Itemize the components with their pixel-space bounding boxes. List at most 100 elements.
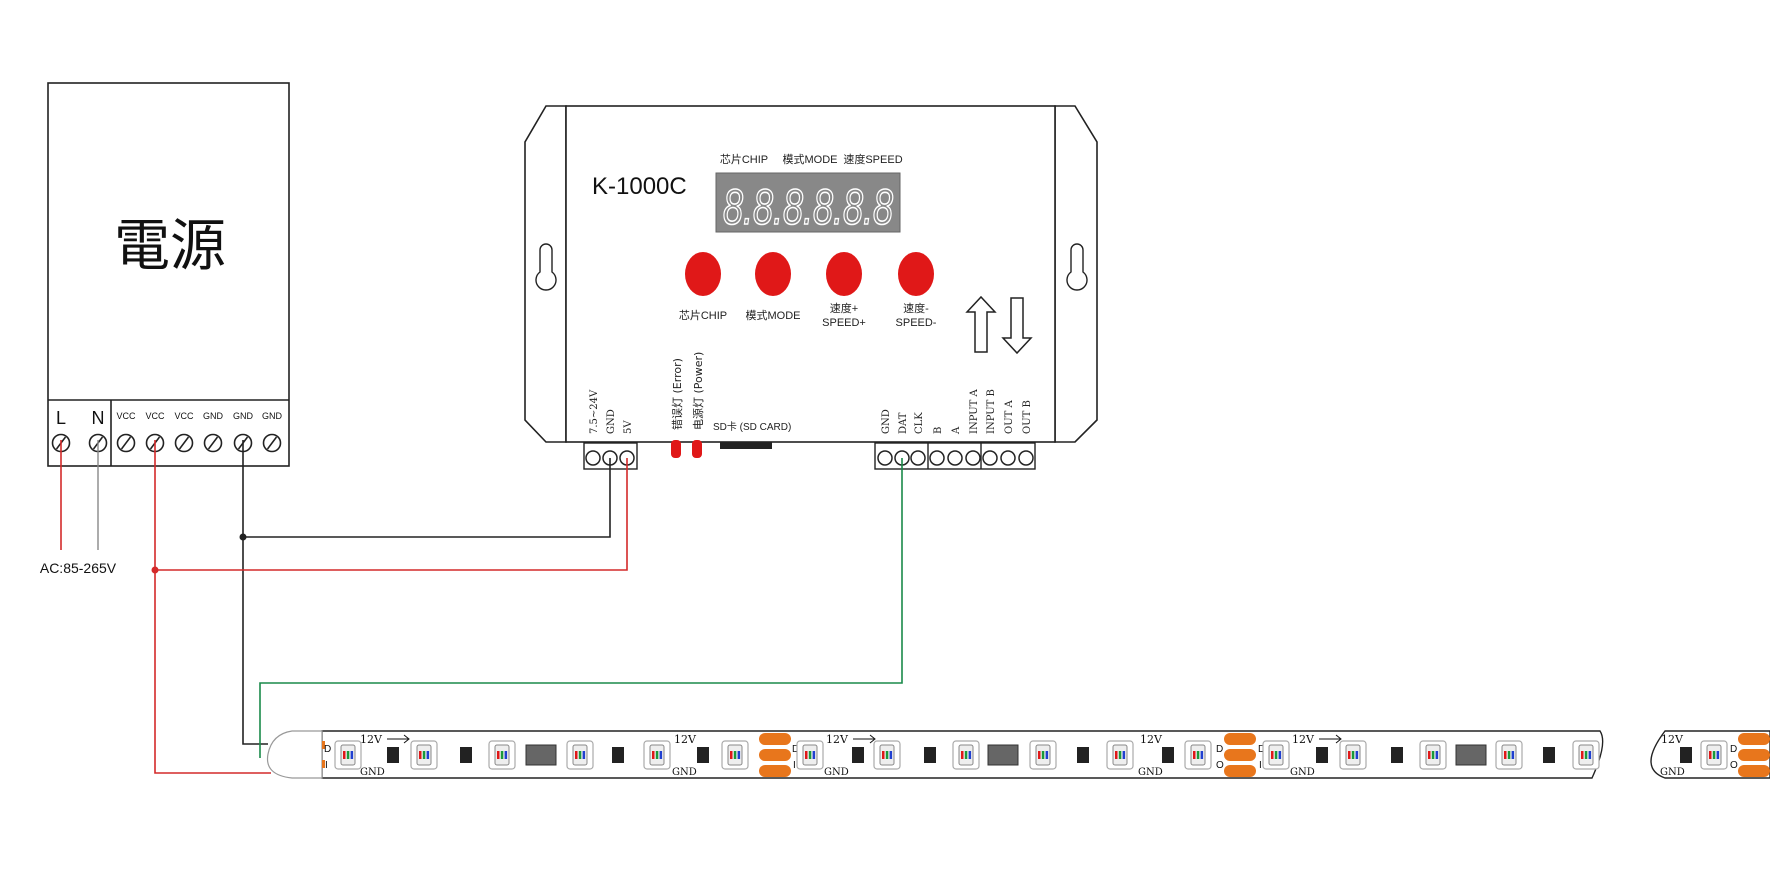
output-terminal-label: INPUT A	[969, 388, 980, 434]
capacitor-icon	[612, 747, 624, 763]
ic-chip-icon	[525, 744, 557, 766]
gnd-wire	[242, 440, 611, 538]
gnd-label: GND	[1660, 767, 1685, 778]
led-chip-icon	[873, 740, 901, 770]
led-strip: DI12VGND12VGNDDODI12VGND12VGNDDODI12VGND…	[266, 730, 1770, 779]
button-label: 芯片CHIP	[679, 308, 727, 322]
do-label: D	[1216, 744, 1223, 755]
button-label-secondary: SPEED+	[822, 317, 866, 329]
gnd-label: GND	[824, 767, 849, 778]
ic-chip-icon	[987, 744, 1019, 766]
voltage-label: 12V	[1661, 733, 1684, 746]
sd-card-label: SD卡 (SD CARD)	[713, 420, 791, 433]
led-chip-icon	[566, 740, 594, 770]
capacitor-icon	[1162, 747, 1174, 763]
ps-terminal-label: VCC	[145, 411, 165, 421]
led-chip-icon	[488, 740, 516, 770]
capacitor-icon	[1543, 747, 1555, 763]
led-chip-icon	[410, 740, 438, 770]
data-wire	[259, 458, 903, 758]
di-label: I	[1259, 760, 1262, 771]
left-keyhole-slot	[535, 243, 557, 291]
button-label: 模式MODE	[746, 309, 801, 322]
vcc-wire	[154, 440, 628, 571]
terminal-screw-icon	[585, 450, 601, 466]
led-chip-icon	[1495, 740, 1523, 770]
power-terminal-label: 5V	[623, 420, 634, 434]
voltage-label: 12V	[1292, 733, 1315, 746]
output-terminal-label: OUT B	[1022, 400, 1033, 434]
capacitor-icon	[924, 747, 936, 763]
controller-button[interactable]	[826, 252, 862, 296]
do-label: O	[1730, 760, 1738, 771]
wires	[151, 440, 903, 774]
solder-pad	[1738, 733, 1770, 745]
display-label-chip: 芯片CHIP	[720, 152, 768, 166]
down-arrow-icon	[1001, 297, 1033, 355]
ps-terminal-label: VCC	[174, 411, 194, 421]
error-led	[671, 440, 681, 458]
ac-input-wires: AC:85-265V	[40, 440, 117, 576]
led-chip-icon	[643, 740, 671, 770]
di-label: D	[1258, 744, 1265, 755]
solder-pad	[1224, 749, 1256, 761]
led-chip-icon	[1262, 740, 1290, 770]
gnd-label: GND	[1290, 767, 1315, 778]
power-led-label: 电源灯 (Power)	[691, 352, 705, 430]
controller-button[interactable]	[685, 252, 721, 296]
led-chip-icon	[1029, 740, 1057, 770]
led-chip-icon	[334, 740, 362, 770]
gnd-label: GND	[1138, 767, 1163, 778]
power-led	[692, 440, 702, 458]
output-terminal-label: CLK	[914, 412, 925, 434]
controller-model: K-1000C	[592, 173, 687, 200]
output-terminal-label: GND	[881, 409, 892, 434]
ic-chip-icon	[1455, 744, 1487, 766]
power-terminal-label: 7.5~24V	[589, 389, 600, 434]
ps-terminal-label: GND	[203, 411, 224, 421]
terminal-screw-icon	[982, 450, 998, 466]
led-chip-icon	[1572, 740, 1600, 770]
seven-segment-display	[715, 172, 901, 233]
ps-terminal-label: GND	[233, 411, 254, 421]
display-digits: 8.8.8.8.8.8	[723, 179, 893, 235]
ac-input-label: AC:85-265V	[40, 560, 117, 576]
terminal-screw-icon	[1000, 450, 1016, 466]
led-chip-icon	[796, 740, 824, 770]
display-label-mode: 模式MODE	[783, 153, 838, 166]
controller-body	[565, 105, 1056, 443]
solder-pad	[759, 749, 791, 761]
controller: K-1000C 芯片CHIP 模式MODE 速度SPEED 8.8.8.8.8.…	[524, 105, 1098, 470]
solder-pad	[759, 733, 791, 745]
output-terminal-label: B	[933, 427, 944, 434]
terminal-screw-icon	[929, 450, 945, 466]
output-terminal-label: A	[951, 426, 962, 435]
capacitor-icon	[387, 747, 399, 763]
led-chip-icon	[952, 740, 980, 770]
led-strip-connector	[266, 730, 323, 779]
led-chip-icon	[721, 740, 749, 770]
controller-button[interactable]	[898, 252, 934, 296]
ps-terminal-label: L	[56, 408, 66, 428]
led-chip-icon	[1339, 740, 1367, 770]
capacitor-icon	[1680, 747, 1692, 763]
terminal-screw-icon	[910, 450, 926, 466]
di-label: D	[324, 744, 331, 755]
capacitor-icon	[1316, 747, 1328, 763]
sd-card-slot[interactable]	[720, 442, 772, 449]
di-label: I	[793, 760, 796, 771]
controller-button[interactable]	[755, 252, 791, 296]
led-chip-icon	[1106, 740, 1134, 770]
button-label: 速度+	[830, 301, 858, 315]
voltage-label: 12V	[1140, 733, 1163, 746]
screw-terminal-icon	[174, 433, 194, 453]
capacitor-icon	[852, 747, 864, 763]
voltage-label: 12V	[674, 733, 697, 746]
error-led-label: 错误灯 (Error)	[670, 358, 684, 430]
display-label-speed: 速度SPEED	[843, 152, 902, 166]
voltage-label: 12V	[826, 733, 849, 746]
do-label: D	[1730, 744, 1737, 755]
terminal-screw-icon	[947, 450, 963, 466]
